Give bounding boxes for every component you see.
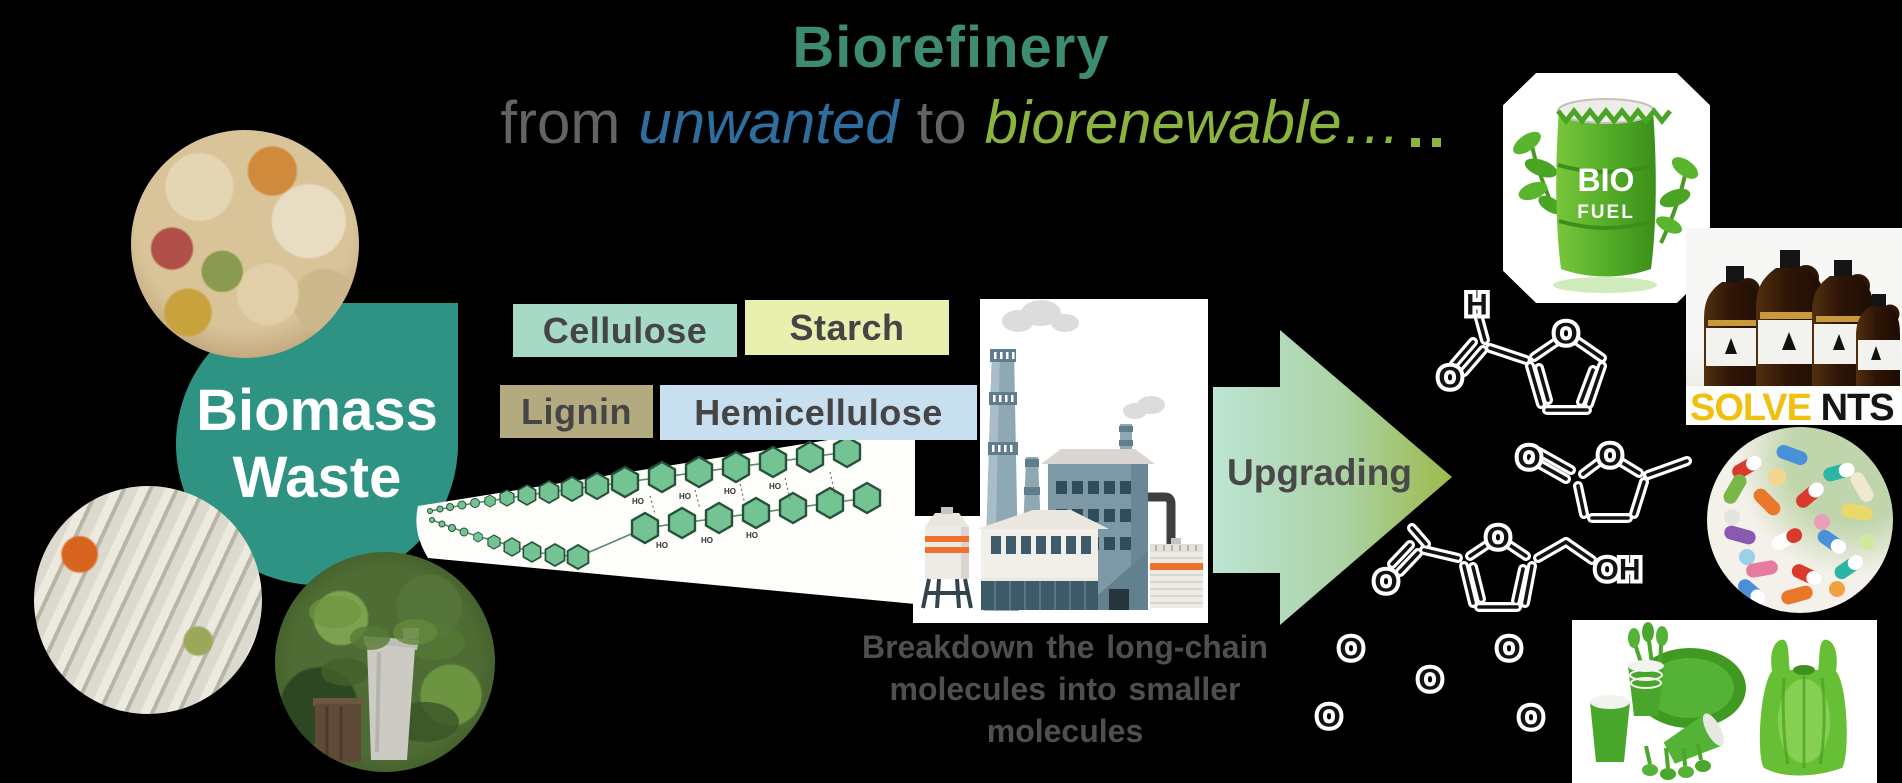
solvent-bottle	[1704, 266, 1766, 388]
subtitle-from: from	[500, 89, 621, 156]
page-subtitle: from unwanted to biorenewable…	[0, 88, 1902, 157]
biofuel-text-bio: BIO	[1578, 162, 1635, 198]
polymer-chain-diagram: HO HO HO HO HO HO HO	[416, 426, 915, 604]
front-cup	[1590, 695, 1630, 762]
barrel-reflection	[1553, 277, 1657, 293]
garden-bin-illustration	[309, 596, 465, 762]
tablets	[1724, 468, 1875, 597]
solvents-text-rest: NTS	[1821, 387, 1894, 425]
polymer-chain-upper	[427, 435, 862, 514]
upgrading-label: Upgrading	[1227, 452, 1412, 493]
ho-label: HO	[656, 541, 668, 550]
decorative-square	[1411, 138, 1420, 147]
garden-waste-photo	[275, 552, 495, 772]
solvent-bottles-illustration: SOLVE NTS	[1686, 250, 1902, 425]
gvl-ring-o: O	[1598, 440, 1621, 473]
small-molecules: O O O O O	[1313, 629, 1546, 739]
biofuel-barrel-photo: BIO FUEL	[1503, 73, 1710, 303]
decorative-square	[1432, 138, 1441, 147]
subtitle-to: to	[916, 89, 967, 156]
ho-label: HO	[769, 482, 781, 491]
breakdown-caption: Breakdown the long-chain molecules into …	[830, 626, 1300, 752]
left-silo	[921, 507, 973, 609]
biorefinery-factory-illustration	[913, 299, 1208, 623]
small-o-4: O	[1317, 701, 1340, 734]
bioplastic-bag	[1759, 639, 1847, 776]
small-o-3: O	[1497, 633, 1520, 666]
page-title: Biorefinery	[792, 15, 1110, 80]
biomass-waste-line1: Biomass	[196, 378, 438, 443]
solvents-wordmark: SOLVE NTS	[1690, 387, 1894, 425]
ho-label: HO	[701, 536, 713, 545]
upgrading-arrow	[1213, 330, 1452, 625]
hydrogen-bonds	[649, 471, 836, 515]
front-building	[977, 510, 1109, 610]
smoke-clouds	[1002, 300, 1165, 419]
biofuel-barrel-illustration: BIO FUEL	[1513, 98, 1699, 293]
gvl-structure: O O	[1513, 436, 1687, 519]
cup-stack	[1628, 660, 1664, 716]
pills-illustration	[1723, 444, 1875, 605]
breakdown-line2: molecules into smaller	[889, 671, 1241, 707]
ho-label: HO	[724, 487, 736, 496]
leaf-branch-left	[1513, 131, 1564, 215]
bioplastic-tableware	[1590, 622, 1746, 780]
barrel	[1556, 98, 1672, 277]
furfural-ring-o: O	[1554, 318, 1577, 351]
subtitle-unwanted: unwanted	[638, 89, 899, 156]
gvl-carbonyl-o: O	[1517, 442, 1540, 475]
paper-waste-photo	[34, 486, 262, 714]
tilted-cup	[1663, 713, 1724, 764]
breakdown-line1: Breakdown the long-chain	[861, 629, 1269, 665]
ho-label: HO	[632, 497, 644, 506]
label-cellulose: Cellulose	[513, 304, 737, 357]
furfural-structure: H O O	[1434, 285, 1602, 411]
leaf-branch-right	[1655, 157, 1699, 244]
food-waste-photo	[131, 130, 359, 358]
spoons-top	[1628, 622, 1668, 667]
biomass-waste-line2: Waste	[232, 445, 402, 510]
factory-pipe	[1148, 492, 1176, 546]
hmf-hydroxyl: OH	[1596, 554, 1641, 587]
pharmaceuticals-photo	[1707, 427, 1893, 613]
small-o-2: O	[1418, 664, 1441, 697]
solvent-bottles-photo: SOLVE NTS	[1686, 228, 1902, 425]
small-o-5: O	[1519, 702, 1542, 735]
hmf-ring-o: O	[1486, 522, 1509, 555]
polymer-ho-labels: HO HO HO HO HO HO HO	[632, 482, 781, 550]
label-lignin: Lignin	[500, 385, 653, 438]
small-o-1: O	[1339, 633, 1362, 666]
solvent-bottle	[1856, 294, 1900, 388]
breakdown-line3: molecules	[986, 713, 1144, 749]
furfural-h-atom: H	[1466, 289, 1488, 322]
subtitle-biorenewable: biorenewable…	[984, 89, 1402, 156]
spoons-bottom	[1642, 743, 1711, 780]
right-silo	[1150, 538, 1203, 608]
polymer-chain-lower	[429, 481, 882, 570]
capsules	[1723, 444, 1874, 605]
bioplastics-photo	[1572, 620, 1877, 783]
biofuel-text-fuel: FUEL	[1577, 202, 1635, 223]
label-hemicellulose: Hemicellulose	[660, 385, 977, 440]
bioplastics-illustration	[1590, 622, 1847, 780]
solvents-text-highlight: SOLVE	[1690, 387, 1811, 425]
label-starch: Starch	[745, 300, 949, 355]
ho-label: HO	[746, 531, 758, 540]
ho-label: HO	[679, 492, 691, 501]
